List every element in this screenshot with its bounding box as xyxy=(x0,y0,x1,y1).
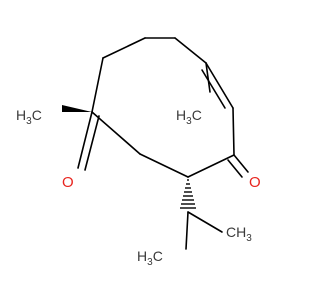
isopropyl-methyl-left-label: H3C xyxy=(137,248,163,268)
left-carbonyl-bond-a xyxy=(77,111,93,169)
molecule-canvas: H3C H3C O O CH3 H3C xyxy=(16,37,261,268)
ring-bond-5 xyxy=(187,154,235,178)
right-carbonyl-bond-a xyxy=(233,154,249,173)
right-oxygen-label: O xyxy=(249,174,261,191)
ring-bond-8 xyxy=(91,57,104,113)
left-methyl-label: H3C xyxy=(16,107,42,127)
left-oxygen-label: O xyxy=(62,174,74,191)
structure-diagram: H3C H3C O O CH3 H3C xyxy=(16,37,261,268)
ring-double-bond-outer xyxy=(205,62,234,109)
ring-bond-4 xyxy=(232,107,235,156)
ring-methyl-label: H3C xyxy=(176,107,202,127)
ring-bond-6 xyxy=(139,153,189,178)
left-methyl-wedge xyxy=(62,105,92,112)
isopropyl-bond-right xyxy=(187,211,223,233)
isopropyl-bond-left xyxy=(185,211,189,250)
ring-methyl-bond xyxy=(205,62,211,93)
left-carbonyl-bond-b xyxy=(84,115,100,171)
ring-bond-3 xyxy=(174,37,207,64)
ring-bond-1 xyxy=(102,37,146,59)
ring-bond-7 xyxy=(91,111,141,155)
isopropyl-methyl-right-label: CH3 xyxy=(226,224,252,244)
right-carbonyl-bond-b xyxy=(227,159,243,178)
isopropyl-hash-bond xyxy=(180,179,196,209)
ring-double-bond-inner xyxy=(201,69,226,109)
